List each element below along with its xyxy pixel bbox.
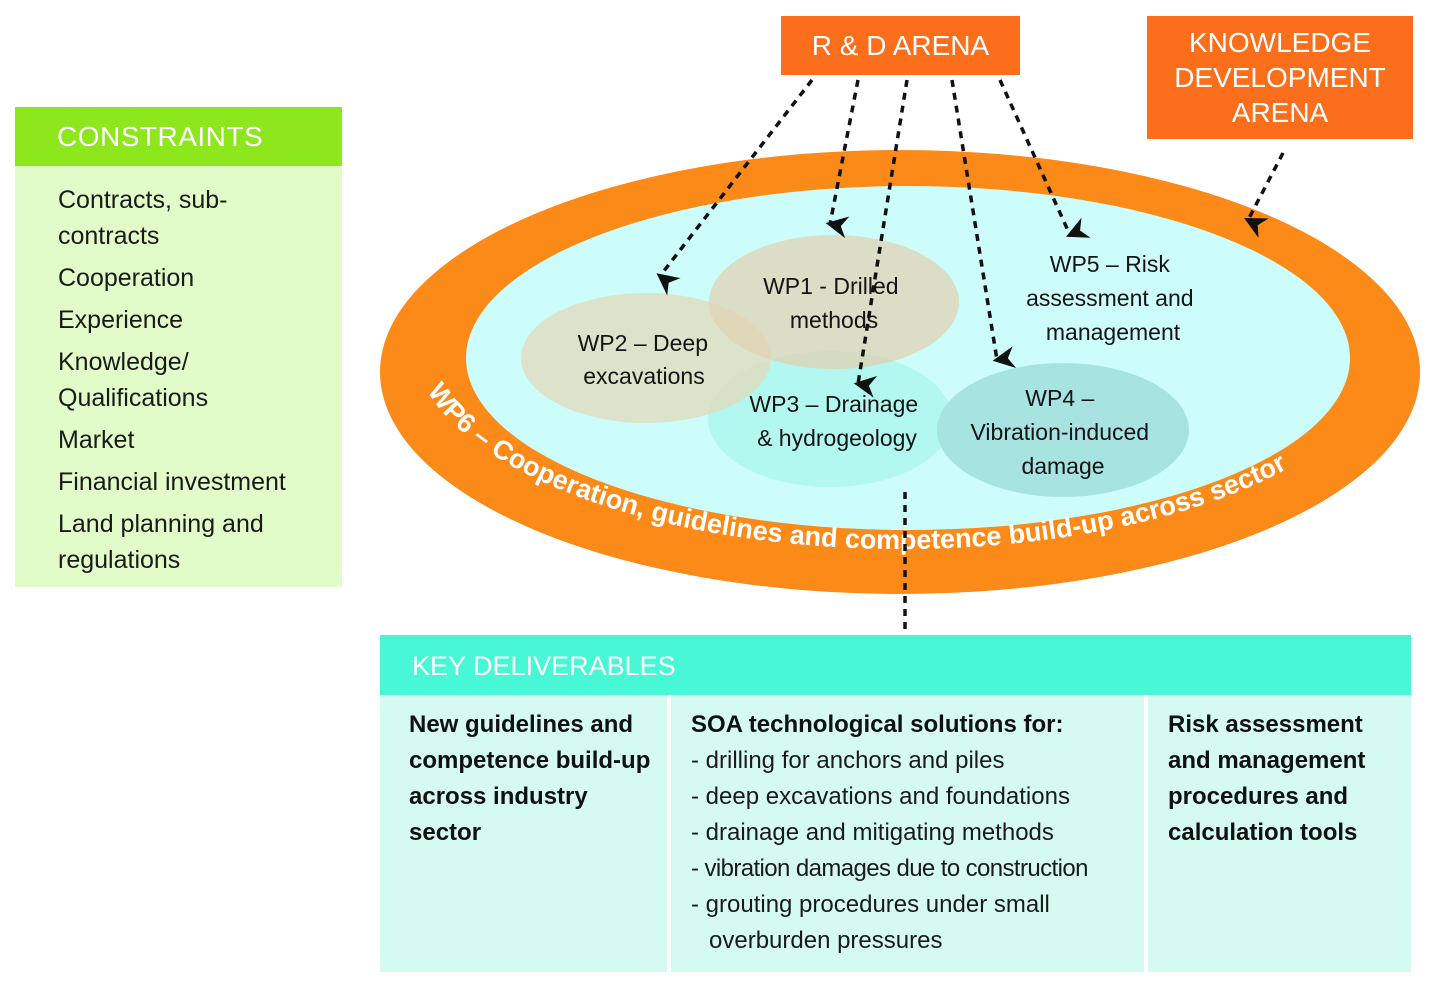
knowledge-development-arena-box: KNOWLEDGE DEVELOPMENT ARENA (1147, 16, 1413, 139)
wp4-label: WP4 – Vibration-induced damage (971, 385, 1156, 479)
soa-item: - deep excavations and foundations (691, 783, 1070, 810)
constraint-item: Financial investment (58, 468, 286, 496)
constraints-title: CONSTRAINTS (15, 107, 342, 166)
constraint-item: Knowledge/ Qualifications (58, 348, 209, 412)
wp5-label: WP5 – Risk assessment and management (1026, 251, 1200, 345)
constraints-list: Contracts, sub-contracts Cooperation Exp… (15, 166, 342, 578)
wp2-label: WP2 – Deep excavations (578, 330, 715, 389)
soa-item: - vibration damages due to construction (691, 855, 1088, 882)
constraint-item: Land planning and regulations (58, 510, 264, 574)
deliverable-guidelines: New guidelines and competence build-up a… (380, 695, 671, 972)
wp2-ellipse (521, 293, 771, 423)
soa-item: - drainage and mitigating methods (691, 819, 1054, 846)
deliverable-risk-procedures: Risk assessment and management procedure… (1148, 695, 1411, 972)
key-deliverables-panel: KEY DELIVERABLES New guidelines and comp… (380, 635, 1411, 972)
wp3-label: WP3 – Drainage & hydrogeology (749, 391, 924, 451)
wp4-ellipse (937, 363, 1189, 497)
arrow-rd-to-wp1 (825, 79, 860, 239)
constraint-item: Contracts, sub-contracts (58, 186, 228, 250)
deliverable-soa-title: SOA technological solutions for: (691, 711, 1064, 738)
arrow-rd-to-wp5 (998, 79, 1091, 238)
deliverable-soa-list: - drilling for anchors and piles - deep … (691, 743, 1144, 959)
constraint-item: Experience (58, 306, 184, 334)
constraint-item: Cooperation (58, 264, 195, 292)
deliverable-risk-text: Risk assessment and management procedure… (1168, 711, 1366, 846)
soa-item: - drilling for anchors and piles (691, 747, 1005, 774)
constraints-panel: CONSTRAINTS Contracts, sub-contracts Coo… (15, 107, 342, 587)
arrow-rd-to-wp4 (950, 79, 1017, 369)
deliverable-guidelines-text: New guidelines and competence build-up a… (409, 711, 651, 846)
key-deliverables-title: KEY DELIVERABLES (380, 635, 1411, 695)
wp3-ellipse (708, 351, 952, 487)
knowledge-development-arena-label: KNOWLEDGE DEVELOPMENT ARENA (1174, 27, 1386, 128)
rd-arena-box: R & D ARENA (781, 16, 1020, 75)
arrow-rd-to-wp2 (656, 78, 814, 296)
deliverable-soa-solutions: SOA technological solutions for: - drill… (671, 695, 1148, 972)
soa-item: - grouting procedures under small overbu… (691, 891, 1050, 954)
wp1-ellipse (709, 235, 959, 369)
constraint-item: Market (58, 426, 135, 454)
